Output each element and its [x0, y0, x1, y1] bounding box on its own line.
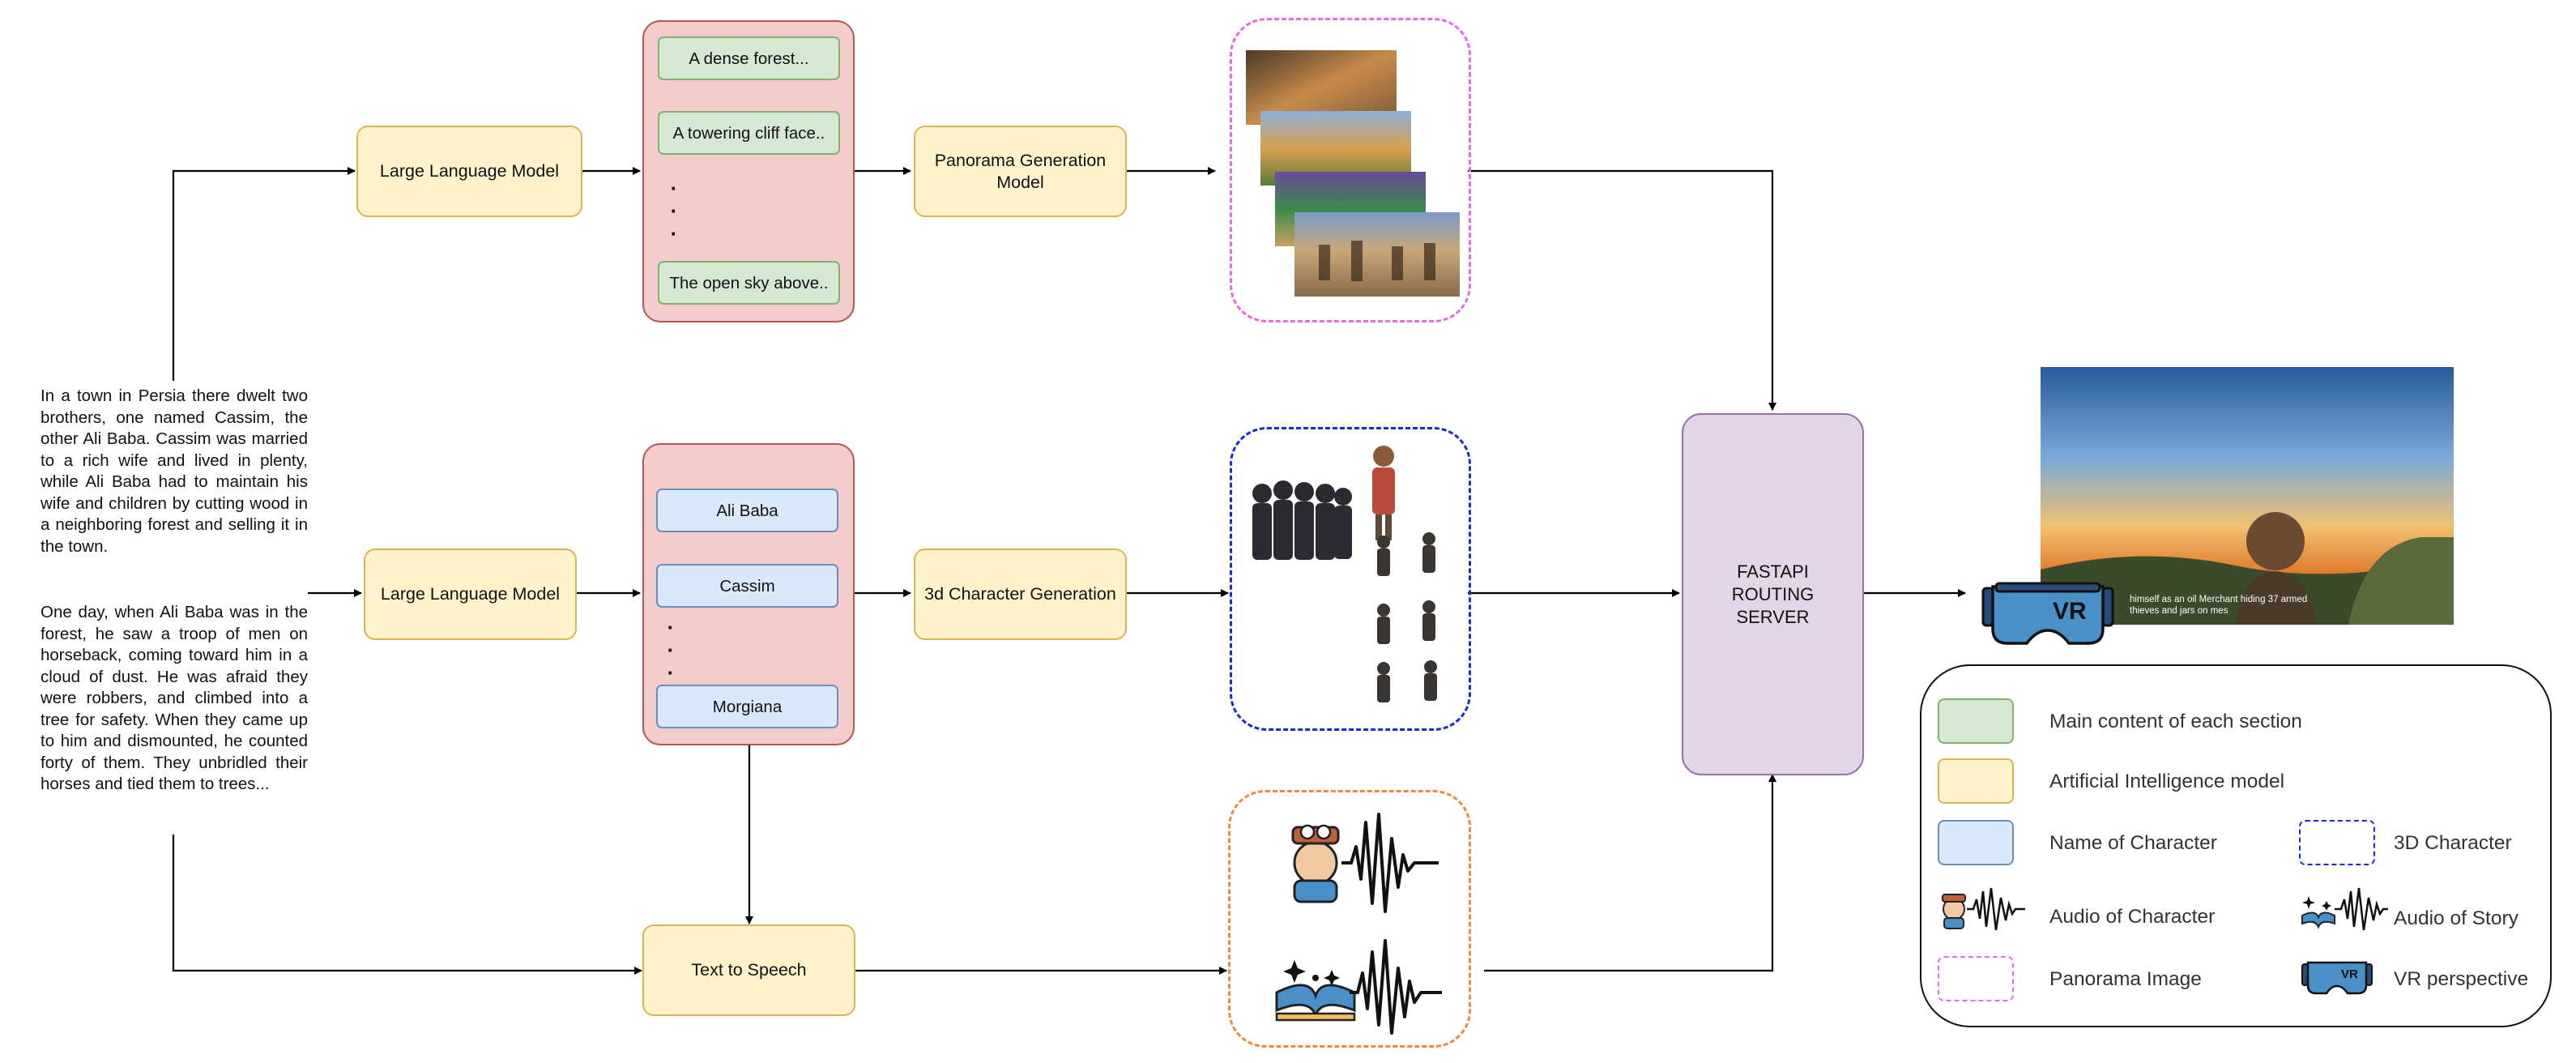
arrow-images-to-server: [1468, 169, 1776, 411]
vr-output-image: himself as an oil Merchant hiding 37 arm…: [2041, 367, 2454, 625]
legend-label-panorama: Panorama Image: [2049, 968, 2202, 990]
characters-3d-frame: [1230, 427, 1471, 731]
character-name-1: Ali Baba: [656, 489, 838, 532]
legend-swatch-main-content: [1938, 698, 2014, 744]
narrator-figure: [2235, 512, 2316, 625]
legend-story-audio-icon: [2301, 887, 2388, 931]
vr-subtitle: himself as an oil Merchant hiding 37 arm…: [2130, 595, 2308, 616]
legend-vr-icon: VR: [2301, 958, 2373, 997]
ali-baba-figure: [1372, 446, 1395, 540]
story-audio-icon: [1275, 960, 1356, 1022]
character-name-2: Cassim: [656, 564, 838, 608]
name-ellipsis: ···: [667, 615, 675, 685]
story-waveform: [1350, 939, 1442, 1035]
arrow-story-to-llm-top: [172, 167, 356, 381]
text-to-speech-node: Text to Speech: [642, 924, 855, 1016]
character-audio-icon: [1291, 824, 1340, 903]
legend-swatch-3d-character: [2299, 820, 2375, 865]
scene-description-3: The open sky above..: [658, 261, 840, 305]
panorama-images-frame: [1230, 18, 1471, 322]
legend-label-vr: VR perspective: [2394, 968, 2529, 990]
scene-ellipsis: ···: [670, 176, 678, 245]
audio-group: [1275, 813, 1442, 1035]
legend: [1920, 664, 2552, 1027]
small-figures: [1377, 532, 1437, 702]
vr-scene: [2041, 367, 2454, 625]
audio-frame: [1228, 790, 1471, 1048]
legend-vr-badge: VR: [2341, 967, 2358, 981]
character-name-3: Morgiana: [656, 685, 838, 728]
routing-server-node: FASTAPI ROUTING SERVER: [1682, 413, 1864, 775]
thieves-group: [1252, 480, 1352, 560]
legend-label-3d-character: 3D Character: [2394, 832, 2512, 854]
character-generation-node: 3d Character Generation: [914, 549, 1127, 640]
arrow-audio-to-server: [1484, 774, 1776, 972]
panorama-generation-node: Panorama Generation Model: [914, 126, 1127, 217]
routing-server-label: FASTAPI ROUTING SERVER: [1731, 561, 1815, 627]
characters-3d-group: [1252, 446, 1437, 702]
panorama-image-stack: [1246, 50, 1460, 297]
legend-swatch-panorama: [1938, 956, 2014, 1001]
llm-top-node: Large Language Model: [356, 126, 582, 217]
arrow-story-to-tts: [172, 835, 642, 975]
legend-label-main-content: Main content of each section: [2049, 711, 2302, 732]
vr-headset-label: VR: [2053, 598, 2087, 625]
scene-description-2: A towering cliff face..: [658, 111, 840, 155]
story-paragraph-1: In a town in Persia there dwelt two brot…: [41, 386, 308, 556]
legend-label-story-audio: Audio of Story: [2394, 907, 2518, 929]
legend-label-character-audio: Audio of Character: [2049, 906, 2216, 928]
vr-headset-icon: VR: [1978, 580, 2118, 650]
llm-middle-node: Large Language Model: [364, 549, 577, 640]
panorama-generation-label: Panorama Generation Model: [934, 150, 1107, 192]
legend-swatch-character-name: [1938, 820, 2014, 865]
character-waveform: [1341, 813, 1439, 913]
legend-label-character-name: Name of Character: [2049, 832, 2217, 854]
scene-description-1: A dense forest...: [658, 36, 840, 80]
story-paragraph-2: One day, when Ali Baba was in the forest…: [41, 603, 308, 793]
legend-swatch-ai-model: [1938, 758, 2014, 804]
legend-label-ai-model: Artificial Intelligence model: [2049, 771, 2285, 792]
legend-character-audio-icon: [1942, 887, 2025, 931]
